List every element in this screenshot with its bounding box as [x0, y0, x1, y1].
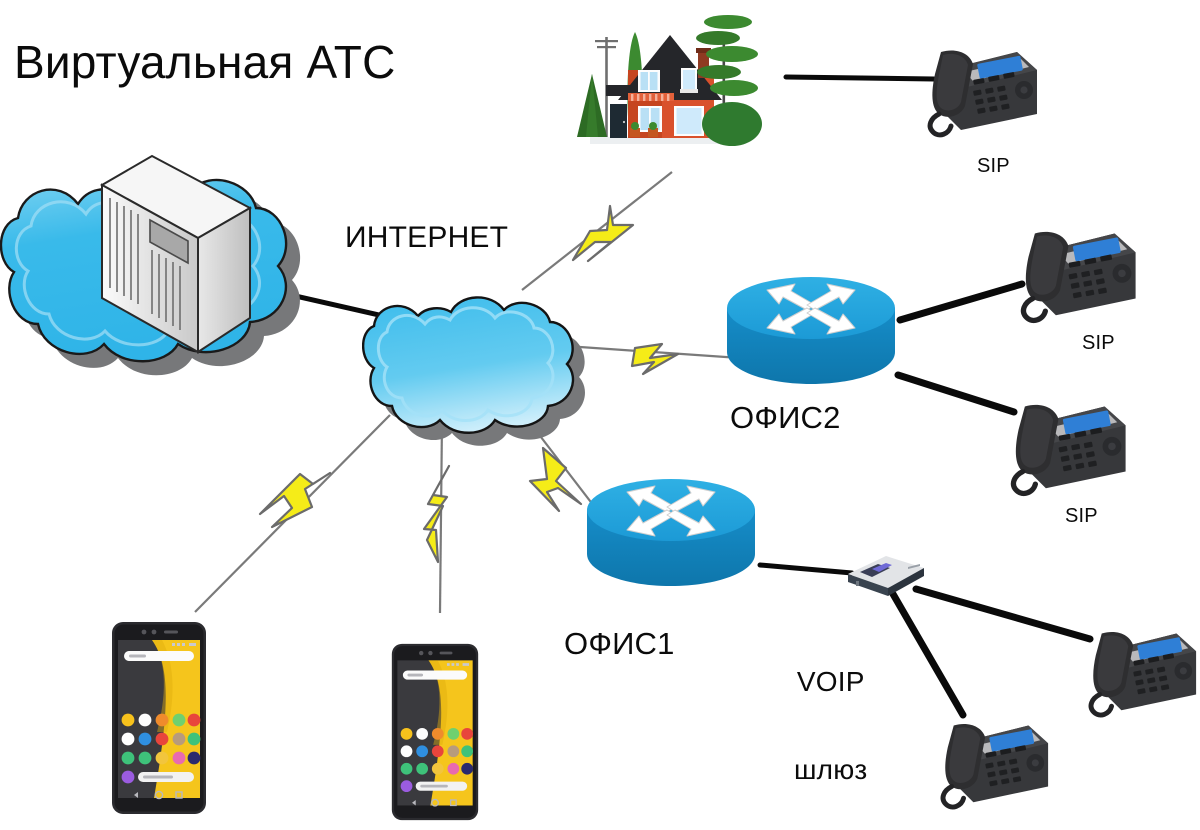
wireless-link-internet-phone2	[422, 419, 451, 614]
pbx-cloud-icon	[0, 154, 301, 376]
router-office2-label: ОФИС2	[730, 400, 841, 435]
server-box-icon	[99, 154, 253, 354]
router-office2-node[interactable]	[723, 274, 903, 404]
voip-gateway-label-line1: VOIP	[796, 665, 865, 697]
pine-tree-icon	[696, 15, 758, 137]
ip-phone-house-node[interactable]	[925, 22, 1043, 144]
router-office1-node[interactable]	[583, 476, 763, 606]
router-office1-label: ОФИС1	[564, 626, 675, 661]
house-node[interactable]	[562, 4, 787, 159]
wireless-link-internet-phone1	[194, 414, 391, 613]
voip-gateway-node[interactable]	[838, 548, 930, 600]
link-house-to-sip-phone	[783, 74, 937, 82]
sip-label-office2-phone-a: SIP	[1082, 332, 1115, 354]
ip-phone-icon	[927, 50, 1037, 138]
smartphone-icon	[391, 643, 479, 821]
ip-phone-office2-b-node[interactable]	[1008, 375, 1132, 503]
internet-cloud-node[interactable]	[362, 272, 597, 457]
wireless-link-internet-house	[521, 171, 673, 291]
voip-gateway-icon	[848, 556, 924, 596]
page-title: Виртуальная АТС	[14, 36, 396, 88]
pbx-cloud-node[interactable]	[0, 138, 330, 383]
link-office2-to-phone-a	[896, 280, 1026, 324]
ip-phone-gw-b-node[interactable]	[938, 696, 1054, 816]
sip-label-office2-phone-b: SIP	[1065, 505, 1098, 527]
ip-phone-gw-a-node[interactable]	[1086, 604, 1200, 724]
voip-gateway-label-line2: шлюз	[794, 753, 868, 785]
house-icon	[577, 15, 762, 146]
link-office1-to-gateway	[757, 562, 855, 576]
ip-phone-icon	[1088, 632, 1197, 718]
link-office2-to-phone-b	[894, 371, 1018, 416]
ip-phone-office2-a-node[interactable]	[1018, 202, 1142, 330]
link-gateway-to-phone-b	[889, 590, 967, 719]
wireless-link-internet-office2	[579, 342, 741, 376]
ip-phone-icon	[1020, 231, 1136, 324]
link-gateway-to-phone-a	[912, 585, 1094, 643]
smartphone-2-node[interactable]	[390, 642, 480, 822]
smartphone-1-node[interactable]	[110, 620, 208, 816]
smartphone-icon	[112, 622, 206, 814]
voip-gateway-label: VOIP шлюз	[794, 608, 867, 830]
ip-phone-icon	[940, 724, 1049, 810]
sip-label-house-phone: SIP	[977, 155, 1010, 177]
router-icon	[727, 277, 895, 384]
router-icon	[587, 479, 755, 586]
ip-phone-icon	[1010, 404, 1126, 497]
internet-cloud-icon	[362, 296, 585, 446]
internet-cloud-label: ИНТЕРНЕТ	[345, 221, 509, 254]
